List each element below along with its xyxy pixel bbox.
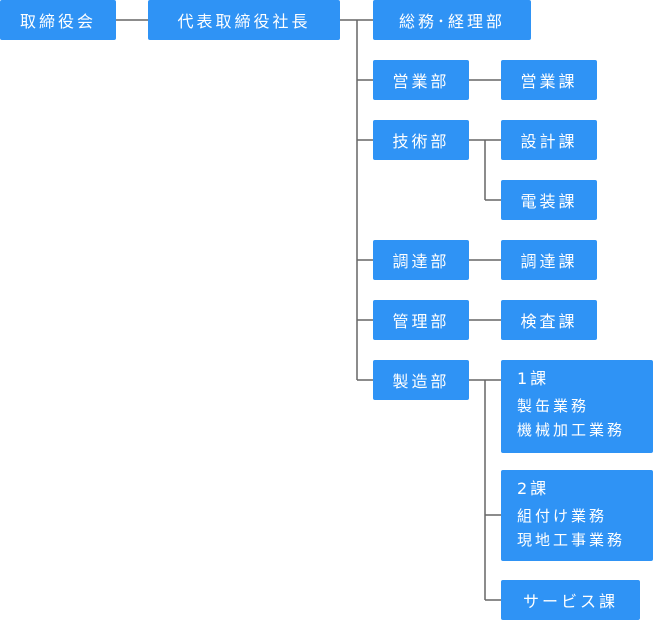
sales-dept-label: 営業部 (392, 72, 450, 91)
section2-title: 2課 (517, 479, 550, 498)
section2-duty: 組付け業務 (517, 507, 608, 525)
management-dept-label: 管理部 (392, 312, 450, 331)
section1-box: 1課 製缶業務 機械加工業務 (501, 360, 653, 453)
electrical-section-label: 電装課 (520, 192, 578, 211)
procurement-section-box: 調達課 (501, 240, 597, 280)
service-section-box: サービス課 (501, 580, 640, 620)
procurement-section-label: 調達課 (520, 252, 578, 271)
electrical-section-box: 電装課 (501, 180, 597, 220)
section2-box: 2課 組付け業務 現地工事業務 (501, 470, 653, 561)
procurement-dept-box: 調達部 (373, 240, 469, 280)
section1-duty: 機械加工業務 (517, 421, 626, 439)
sales-section-box: 営業課 (501, 60, 597, 100)
management-dept-box: 管理部 (373, 300, 469, 340)
section1-title: 1課 (517, 369, 550, 388)
section1-duty: 製缶業務 (517, 397, 590, 415)
general-affairs-box: 総務･経理部 (373, 0, 531, 40)
procurement-dept-label: 調達部 (392, 252, 450, 271)
tech-dept-box: 技術部 (373, 120, 469, 160)
board-label: 取締役会 (19, 12, 96, 31)
manufacturing-dept-box: 製造部 (373, 360, 469, 400)
inspection-section-box: 検査課 (501, 300, 597, 340)
sales-dept-box: 営業部 (373, 60, 469, 100)
design-section-box: 設計課 (501, 120, 597, 160)
service-section-label: サービス課 (522, 592, 618, 611)
manufacturing-dept-label: 製造部 (392, 372, 450, 391)
tech-dept-label: 技術部 (392, 132, 450, 151)
president-label: 代表取締役社長 (177, 12, 311, 31)
section2-duty: 現地工事業務 (517, 531, 626, 549)
sales-section-label: 営業課 (520, 72, 578, 91)
design-section-label: 設計課 (520, 132, 578, 151)
board-box: 取締役会 (0, 0, 116, 40)
general-affairs-label: 総務･経理部 (398, 12, 505, 31)
president-box: 代表取締役社長 (148, 0, 340, 40)
inspection-section-label: 検査課 (520, 312, 578, 331)
